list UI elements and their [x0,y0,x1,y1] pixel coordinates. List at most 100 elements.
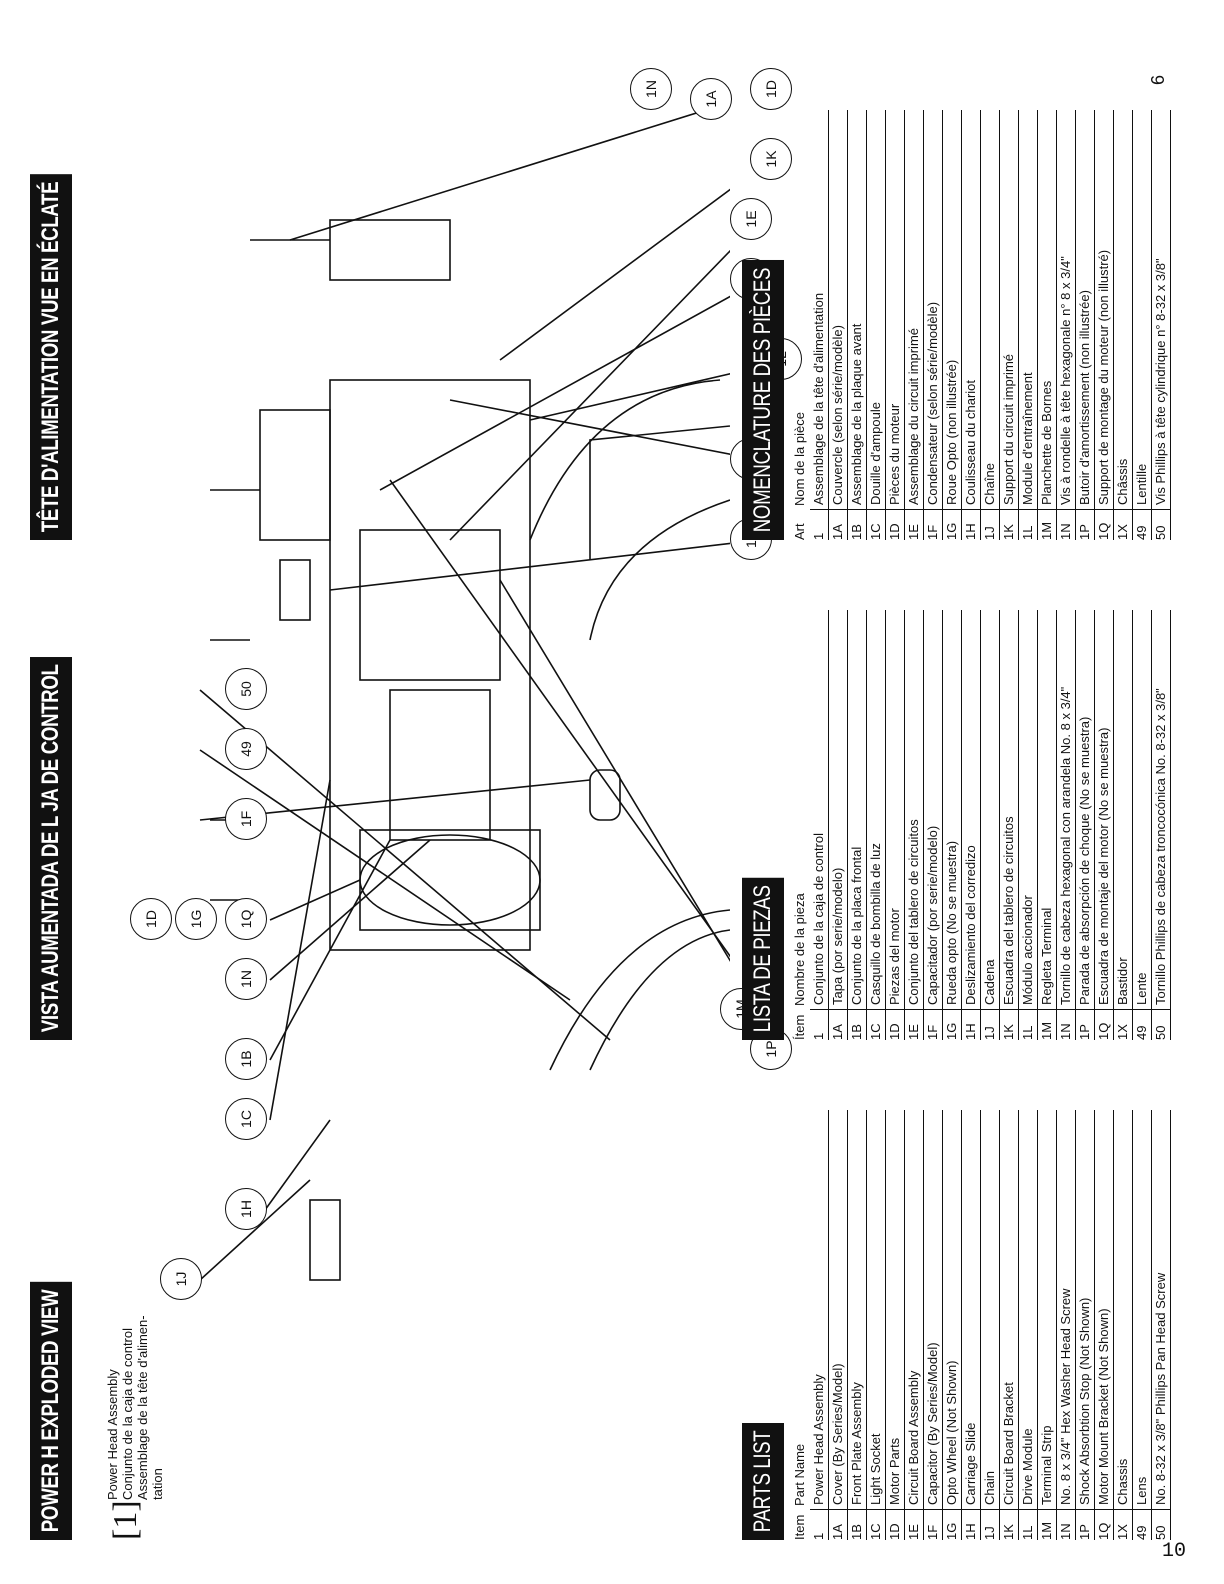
part-name: Opto Wheel (Not Shown) [943,1110,961,1510]
col-item: Art [792,523,807,540]
callout-1g: 1G [175,898,217,940]
part-item: 1P [1077,1024,1092,1040]
part-item: 1X [1115,524,1130,540]
col-item: Ítem [792,1014,807,1040]
callout-1d-a: 1D [130,898,172,940]
part-item: 1P [1077,524,1092,540]
part-item: 1F [925,524,940,540]
part-item: 1L [1020,525,1035,540]
part-item: 1Q [1096,1022,1111,1040]
part-name: Light Socket [867,1110,885,1510]
part-name: Bastidor [1114,610,1132,1010]
callout-1a: 1A [690,78,732,120]
part-item: 1E [906,1524,921,1540]
capacitor [589,769,621,821]
motor-body [359,834,541,926]
part-item: 1L [1020,1525,1035,1540]
part-name: Planchette de Bornes [1038,110,1056,510]
part-item: 1P [1077,1524,1092,1540]
parts-list-es-title: LISTA DE PIEZAS [742,877,784,1040]
table-row: 1L Drive Module [1019,1110,1038,1540]
part-name: Roue Opto (non illustrée) [943,110,961,510]
part-item: 1 [811,532,826,540]
part-item: 1K [1001,1524,1016,1540]
part-item: 49 [1134,1525,1149,1540]
part-item: 1B [849,524,864,540]
circuit-board [259,409,331,541]
part-item: 1N [1058,1523,1073,1540]
callout-1h: 1H [225,1188,267,1230]
part-item: 1N [1058,523,1073,540]
part-name: Motor Parts [886,1110,904,1510]
table-row: 1J Cadena [981,610,1000,1040]
part-item: 1C [868,1023,883,1040]
part-item: 1H [963,1023,978,1040]
part-name: Circuit Board Assembly [905,1110,923,1510]
part-item: 1L [1020,1025,1035,1040]
light-socket [279,559,311,621]
table-row: 1E Circuit Board Assembly [905,1110,924,1540]
table-row: 1D Motor Parts [886,1110,905,1540]
part-item: 1B [849,1524,864,1540]
part-name: Assemblage du circuit imprimé [905,110,923,510]
part-name: Motor Mount Bracket (Not Shown) [1095,1110,1113,1510]
part-item: 1D [887,1023,902,1040]
part-name: Tornillo Phillips de cabeza troncocónica… [1152,610,1170,1010]
callout-1d-b: 1D [750,68,792,110]
part-name: Tapa (por serie/modelo) [829,610,847,1010]
front-plate [389,689,491,841]
part-name: Coulisseau du chariot [962,110,980,510]
cover-outline [589,419,730,560]
part-name: Assemblage de la plaque avant [848,110,866,510]
part-item: 1Q [1096,1522,1111,1540]
part-item: 1D [887,1523,902,1540]
part-item: 1A [830,1024,845,1040]
lens-outline [549,909,730,1071]
part-item: 1J [982,1026,997,1040]
part-name: Vis Phillips à tête cylindrique n° 8-32 … [1152,110,1170,510]
part-name: Couvercle (selon série/modèle) [829,110,847,510]
callout-1b: 1B [225,1038,267,1080]
part-item: 1Q [1096,522,1111,540]
part-name: Lens [1133,1110,1151,1510]
part-name: Assemblage de la tête d'alimentation [810,110,828,510]
carriage-slide [309,1199,341,1281]
part-name: Drive Module [1019,1110,1037,1510]
part-name: Módulo accionador [1019,610,1037,1010]
col-item: Item [792,1514,807,1540]
callout-1j: 1J [160,1258,202,1300]
drive-module-box [359,529,501,681]
part-name: Conjunto de la placa frontal [848,610,866,1010]
part-name: Cadena [981,610,999,1010]
table-row: 1L Módulo accionador [1019,610,1038,1040]
part-name: Capacitor (By Series/Model) [924,1110,942,1510]
part-name: No. 8-32 x 3/8" Phillips Pan Head Screw [1152,1110,1170,1510]
part-name: Chassis [1114,1110,1132,1510]
